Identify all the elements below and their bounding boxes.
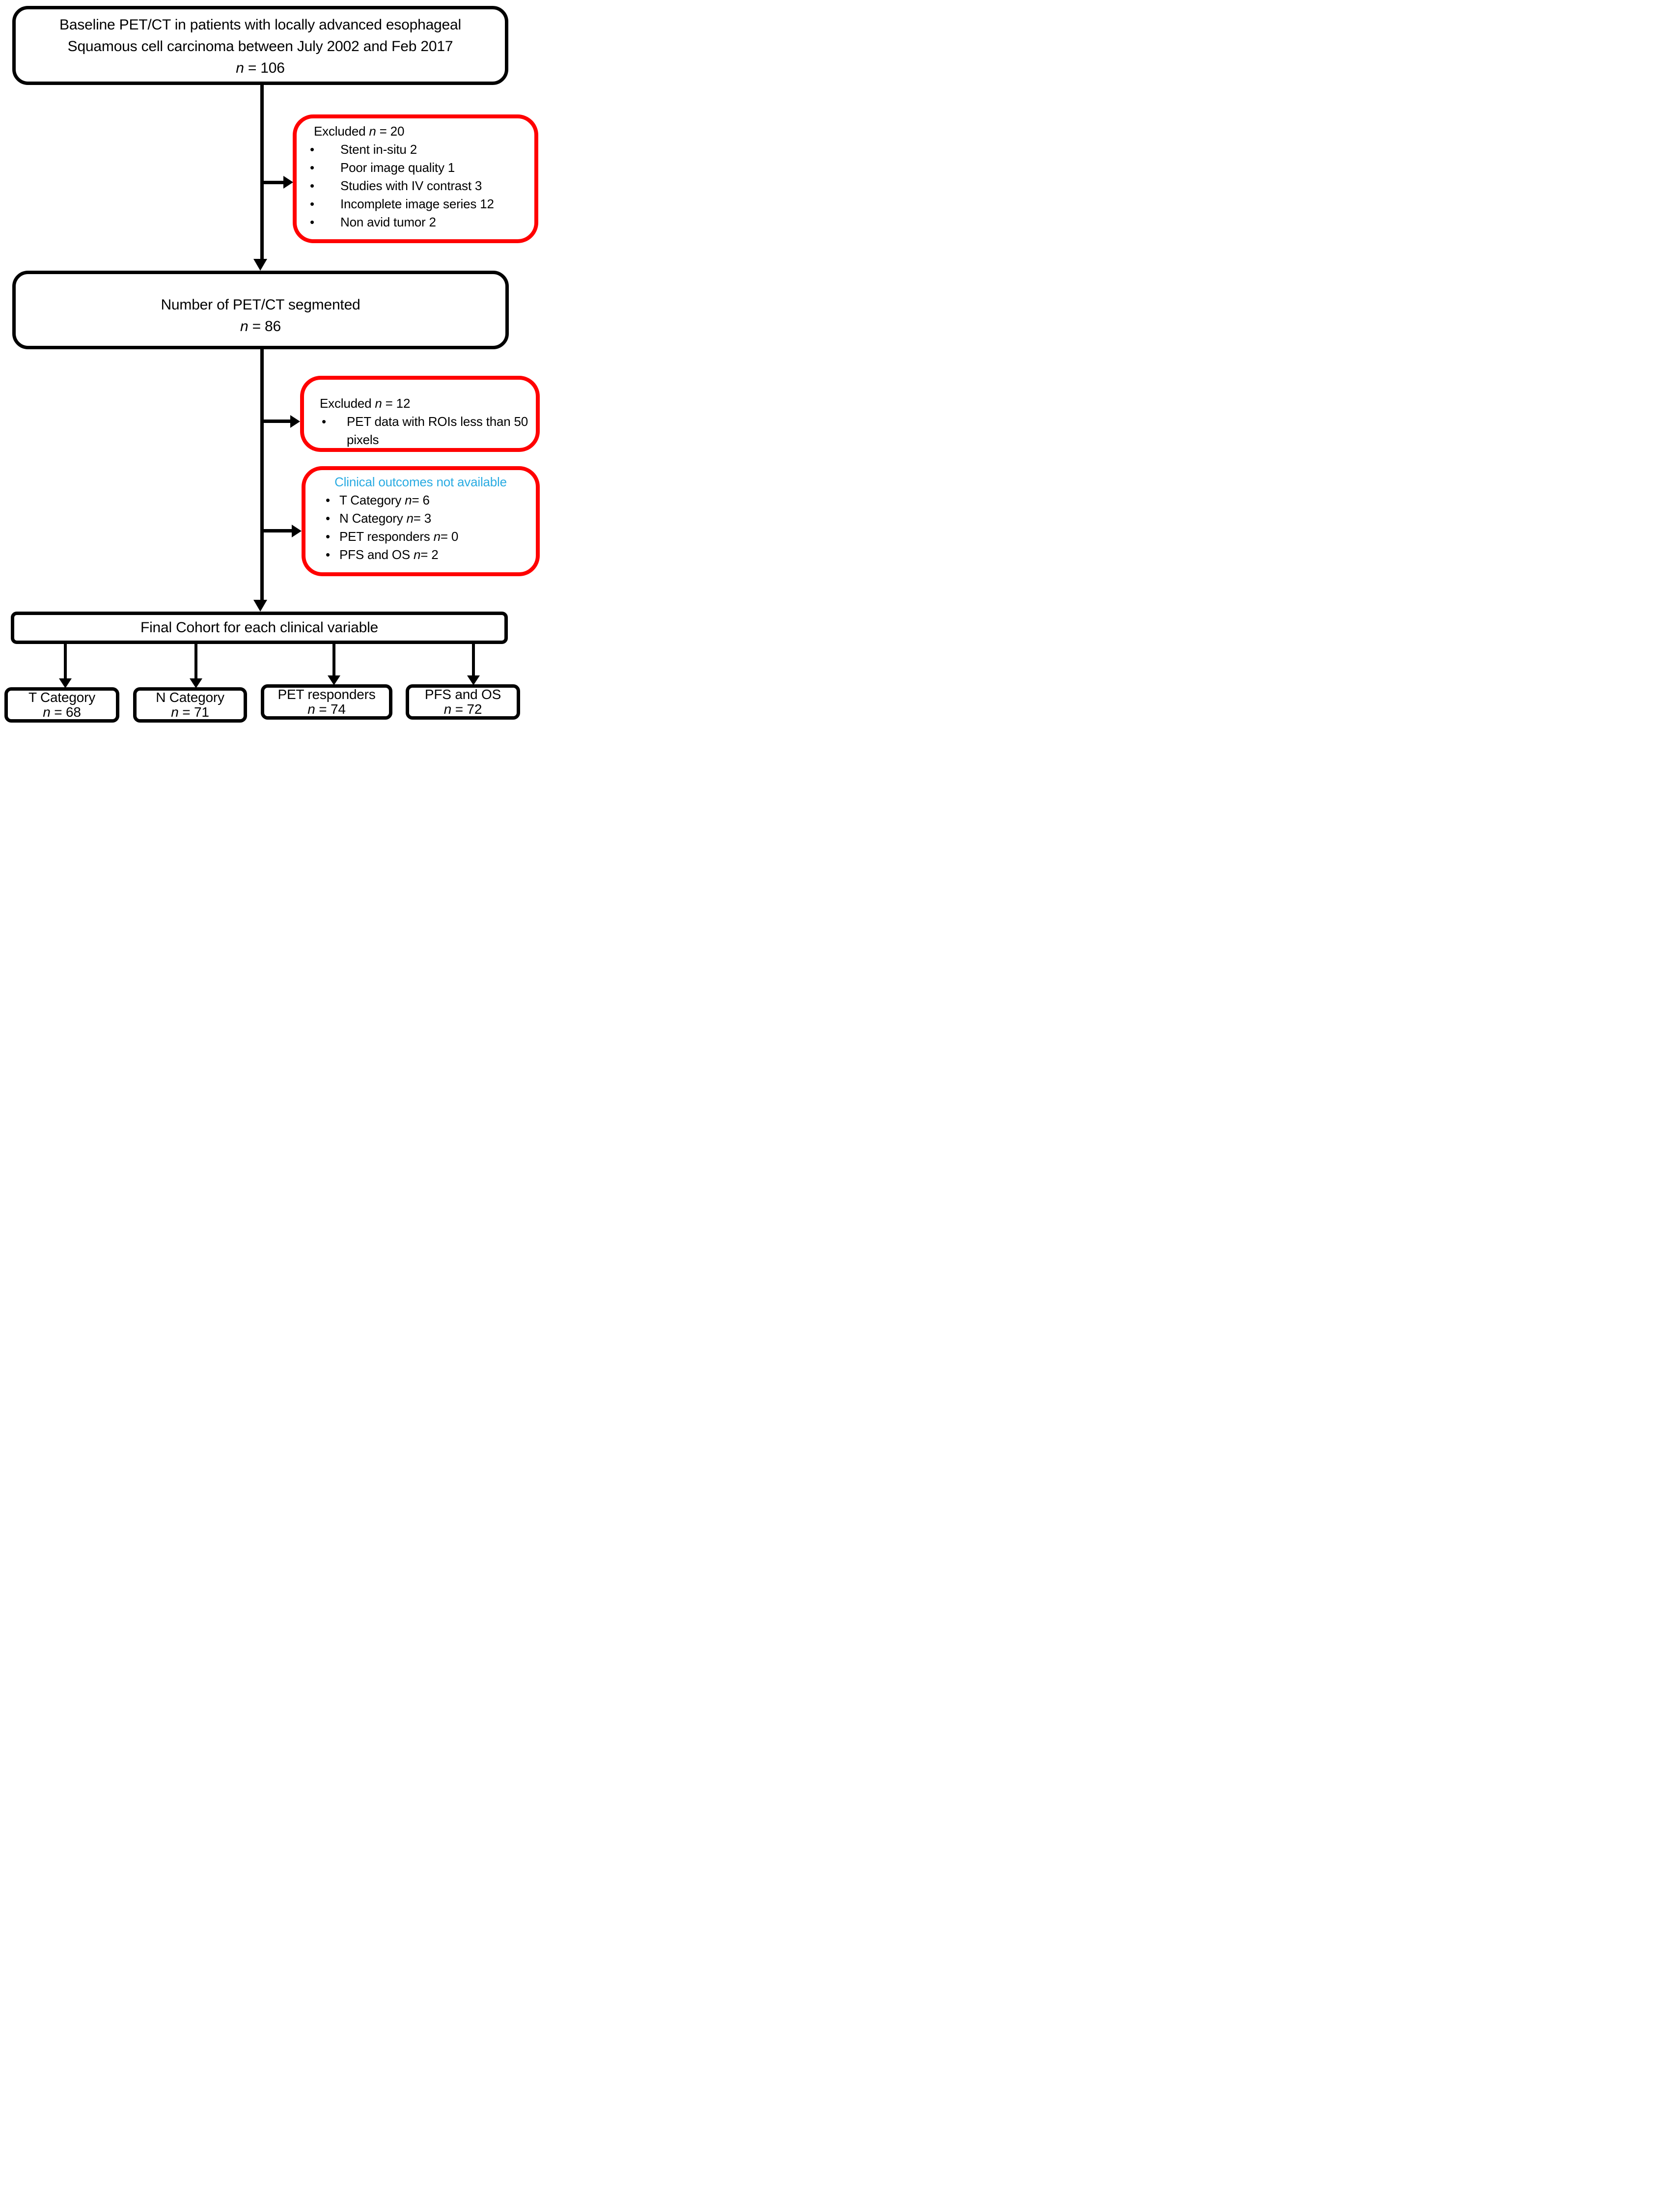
cohort-label: PET responders (277, 687, 376, 702)
cohort-n-count: n = 72 (443, 701, 482, 717)
baseline-line-2: Squamous cell carcinoma between July 200… (67, 38, 453, 55)
excluded1-title: Excluded n = 20 (314, 124, 405, 139)
arrow-baseline-to-segmented-head-icon (253, 259, 267, 271)
cohort-n-count: n = 68 (43, 704, 81, 720)
excluded1-item: Non avid tumor 2 (297, 213, 534, 231)
arrow-branch-excluded1-line (262, 181, 284, 184)
excluded1-item: Poor image quality 1 (297, 159, 534, 177)
arrow-final-to-ncategory-head-icon (190, 678, 202, 688)
excluded1-list: Stent in-situ 2 Poor image quality 1 Stu… (297, 140, 534, 231)
outcomes-item: N Category n= 3 (305, 509, 536, 528)
arrow-branch-outcomes-head-icon (292, 525, 302, 537)
outcomes-item: PFS and OS n= 2 (305, 546, 536, 564)
excluded2-title: Excluded n = 12 (320, 396, 411, 411)
box-excluded-20: Excluded n = 20 Stent in-situ 2 Poor ima… (293, 114, 538, 243)
arrow-segmented-to-final-line (260, 349, 264, 601)
box-outcomes-not-available: Clinical outcomes not available T Catego… (302, 466, 540, 576)
box-petct-segmented: Number of PET/CT segmented n = 86 (12, 271, 509, 349)
box-baseline-petct: Baseline PET/CT in patients with locally… (12, 6, 508, 85)
box-excluded-12: Excluded n = 12 PET data with ROIs less … (300, 376, 540, 452)
box-cohort-t-category: T Category n = 68 (4, 687, 119, 723)
segmented-line-1: Number of PET/CT segmented (161, 297, 360, 313)
segmented-n-count: n = 86 (240, 318, 281, 335)
arrow-final-to-tcategory-line (64, 644, 67, 678)
arrow-branch-excluded2-head-icon (290, 415, 300, 428)
arrow-branch-outcomes-line (262, 529, 293, 532)
outcomes-list: T Category n= 6 N Category n= 3 PET resp… (305, 491, 536, 564)
arrow-segmented-to-final-head-icon (253, 600, 267, 612)
cohort-label: N Category (156, 690, 224, 705)
patient-flow-diagram: Baseline PET/CT in patients with locally… (0, 0, 554, 737)
baseline-n-count: n = 106 (236, 60, 285, 76)
box-cohort-pfs-os: PFS and OS n = 72 (406, 684, 520, 720)
arrow-baseline-to-segmented-line (260, 85, 264, 260)
arrow-final-to-pfsos-line (472, 644, 475, 675)
excluded1-item: Stent in-situ 2 (297, 140, 534, 159)
arrow-branch-excluded2-line (262, 420, 291, 423)
outcomes-item: PET responders n= 0 (305, 528, 536, 546)
baseline-line-1: Baseline PET/CT in patients with locally… (59, 17, 461, 33)
box-cohort-pet-responders: PET responders n = 74 (261, 684, 392, 720)
box-cohort-n-category: N Category n = 71 (133, 687, 247, 723)
box-final-cohort: Final Cohort for each clinical variable (11, 612, 508, 644)
outcomes-item: T Category n= 6 (305, 491, 536, 509)
arrow-final-to-petresponders-line (332, 644, 335, 675)
arrow-final-to-tcategory-head-icon (59, 678, 72, 688)
excluded1-item: Studies with IV contrast 3 (297, 177, 534, 195)
cohort-label: T Category (28, 690, 95, 705)
cohort-label: PFS and OS (424, 687, 501, 702)
arrow-final-to-petresponders-head-icon (328, 675, 340, 685)
excluded1-item: Incomplete image series 12 (297, 195, 534, 213)
final-title: Final Cohort for each clinical variable (140, 619, 379, 636)
cohort-n-count: n = 71 (171, 704, 209, 720)
arrow-final-to-pfsos-head-icon (467, 675, 480, 685)
arrow-branch-excluded1-head-icon (283, 176, 293, 189)
outcomes-title: Clinical outcomes not available (334, 475, 507, 489)
cohort-n-count: n = 74 (307, 701, 346, 717)
arrow-final-to-ncategory-line (194, 644, 197, 678)
